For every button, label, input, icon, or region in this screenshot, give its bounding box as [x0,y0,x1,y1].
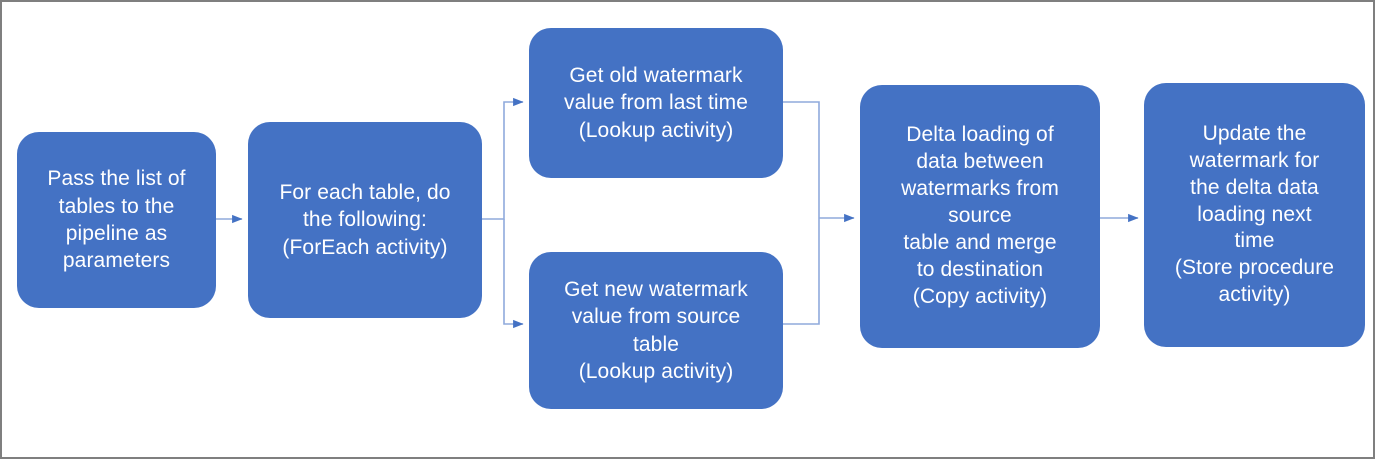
node-get-new-watermark[interactable]: Get new watermark value from source tabl… [529,252,783,409]
node-pass-tables[interactable]: Pass the list of tables to the pipeline … [17,132,216,308]
node-get-old-watermark-label: Get old watermark value from last time (… [563,64,749,142]
edge-get-old-watermark-to-delta-loading [783,101,820,218]
node-delta-loading-label: Delta loading of data between watermarks… [901,123,1059,308]
node-delta-loading[interactable]: Delta loading of data between watermarks… [860,85,1100,348]
node-get-old-watermark[interactable]: Get old watermark value from last time (… [529,28,783,178]
node-for-each[interactable]: For each table, do the following: (ForEa… [248,122,482,318]
node-get-new-watermark-label: Get new watermark value from source tabl… [564,277,748,383]
node-update-watermark[interactable]: Update the watermark for the delta data … [1144,83,1365,347]
edge-for-each-to-get-old-watermark [482,97,524,220]
node-pass-tables-label: Pass the list of tables to the pipeline … [47,167,186,273]
edge-get-new-watermark-to-delta-loading [783,218,820,325]
edge-for-each-to-get-new-watermark [503,219,524,329]
node-for-each-label: For each table, do the following: (ForEa… [279,181,451,259]
node-update-watermark-label: Update the watermark for the delta data … [1174,121,1335,307]
